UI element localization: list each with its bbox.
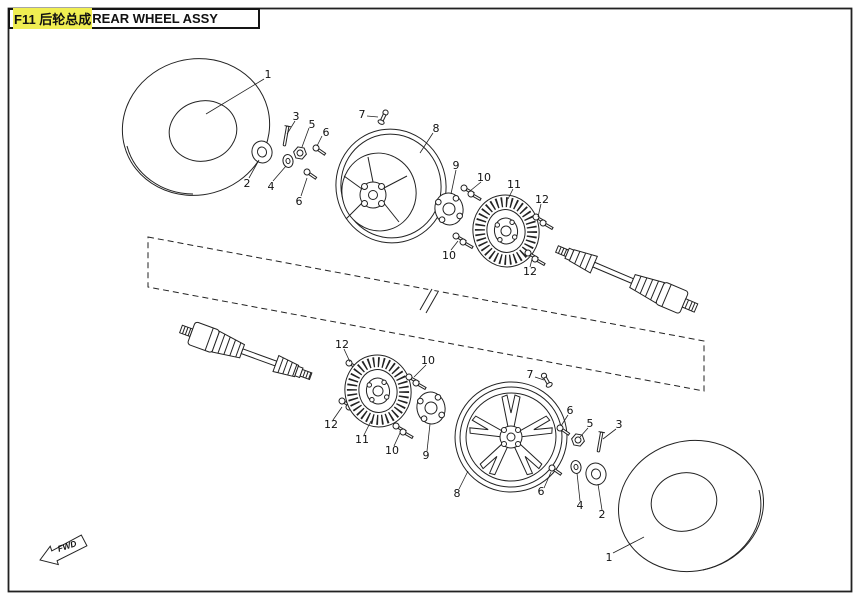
- part-callout: 6: [567, 404, 574, 417]
- bolt-top-a: [311, 143, 328, 158]
- stud-top-b2: [458, 237, 475, 251]
- bolt-top-b: [302, 167, 319, 182]
- part-callout: 10: [442, 249, 456, 262]
- rear-tire-top: [121, 58, 271, 196]
- break-mark: [425, 291, 439, 314]
- cotter-pin-top: [280, 125, 292, 147]
- tire-valve-top: [376, 108, 391, 126]
- washer-bottom: [569, 459, 583, 475]
- part-callout: 5: [587, 417, 594, 430]
- part-callout: 1: [606, 551, 613, 564]
- stud-bottom-b2: [398, 427, 415, 441]
- castle-nut-bottom: [570, 432, 586, 448]
- drive-shaft-bottom: [178, 321, 313, 381]
- part-callout: 5: [309, 118, 316, 131]
- part-callout: 10: [421, 354, 435, 367]
- wheel-rim-top: [335, 128, 447, 244]
- part-callout: 6: [296, 195, 303, 208]
- part-callout: 7: [359, 108, 366, 121]
- break-mark: [419, 288, 433, 311]
- stud-bottom-a2: [411, 378, 428, 392]
- part-callout: 9: [453, 159, 460, 172]
- cotter-pin-bottom: [594, 431, 606, 453]
- washer-top: [281, 153, 295, 169]
- part-callout: 4: [577, 499, 584, 512]
- title-en: REAR WHEEL ASSY: [92, 11, 218, 26]
- part-callout: 4: [268, 180, 275, 193]
- part-callout: 12: [324, 418, 338, 431]
- title-box: F11 后轮总成 REAR WHEEL ASSY: [8, 8, 260, 29]
- part-callout: 2: [244, 177, 251, 190]
- part-callout: 8: [454, 487, 461, 500]
- rear-tire-bottom: [618, 439, 764, 573]
- part-callout: 8: [433, 122, 440, 135]
- callouts: 1 3 5 6 7 2 4 6 8 9 10 11 12 10 12 12 10…: [244, 68, 623, 564]
- tire-valve-bottom: [539, 371, 554, 389]
- part-callout: 1: [265, 68, 272, 81]
- fwd-arrow: FWD: [39, 534, 88, 566]
- part-callout: 2: [599, 508, 606, 521]
- castle-nut-top: [292, 145, 308, 161]
- wheel-rim-bottom: [454, 381, 568, 493]
- axle-plane-dashed-box: [147, 236, 705, 392]
- leader-lines: [205, 78, 645, 554]
- part-callout: 6: [323, 126, 330, 139]
- page-border: [7, 7, 853, 593]
- part-callout: 11: [507, 178, 521, 191]
- title-code-zh: F11 后轮总成: [13, 8, 93, 29]
- part-callout: 10: [385, 444, 399, 457]
- stud-top-a2: [466, 189, 483, 203]
- drive-shaft-top: [554, 245, 699, 314]
- part-callout: 10: [477, 171, 491, 184]
- part-callout: 9: [423, 449, 430, 462]
- part-callout: 3: [616, 418, 623, 431]
- part-callout: 12: [535, 193, 549, 206]
- disc-bolt-top-a2: [538, 218, 555, 232]
- part-callout: 7: [527, 368, 534, 381]
- hub-cap-bottom: [582, 460, 610, 488]
- part-callout: 12: [523, 265, 537, 278]
- part-callout: 3: [293, 110, 300, 123]
- wheel-hub-bottom: [413, 388, 449, 428]
- part-callout: 11: [355, 433, 369, 446]
- part-callout: 12: [335, 338, 349, 351]
- part-callout: 6: [538, 485, 545, 498]
